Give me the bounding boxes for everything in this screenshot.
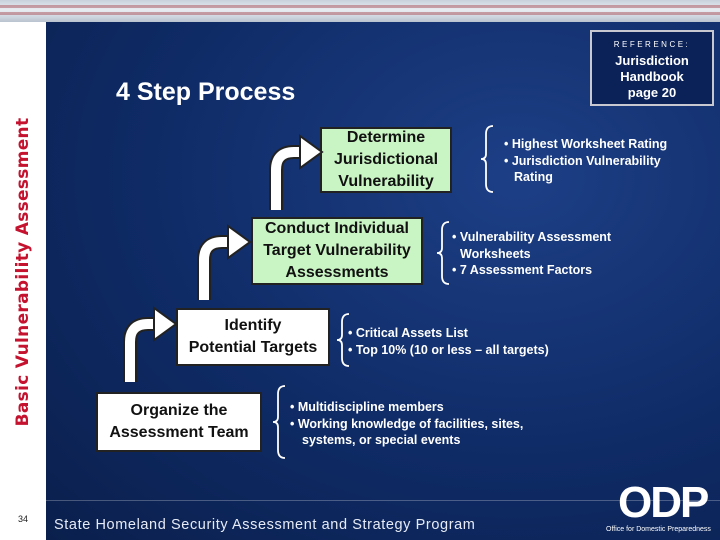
list-item: • Highest Worksheet Rating	[504, 136, 667, 153]
step-organize-team: Organize the Assessment Team	[96, 392, 262, 452]
step-label: Identify	[189, 315, 318, 337]
logo-text: ODP	[618, 478, 707, 528]
flag-banner	[0, 0, 720, 22]
step-label: Jurisdictional	[334, 149, 438, 171]
reference-line: Handbook	[620, 69, 684, 84]
list-item: • Critical Assets List	[348, 325, 549, 342]
bracket-icon	[272, 384, 288, 460]
bullet-list: • Critical Assets List • Top 10% (10 or …	[348, 325, 549, 358]
banner-stripe	[0, 5, 720, 8]
step-identify-targets: Identify Potential Targets	[176, 308, 330, 366]
step-conduct-assessments: Conduct Individual Target Vulnerability …	[251, 217, 423, 285]
list-item: Worksheets	[452, 246, 611, 263]
curved-arrow-icon	[264, 128, 324, 212]
list-item: • Top 10% (10 or less – all targets)	[348, 342, 549, 359]
step-label: Potential Targets	[189, 337, 318, 359]
logo-subtitle: Office for Domestic Preparedness	[606, 526, 711, 533]
bracket-icon	[436, 220, 452, 286]
bullet-list: • Vulnerability Assessment Worksheets • …	[452, 229, 611, 279]
list-item: • 7 Assessment Factors	[452, 262, 611, 279]
list-item: Rating	[504, 169, 667, 186]
list-item: • Working knowledge of facilities, sites…	[290, 416, 523, 433]
step-label: Assessments	[263, 262, 411, 284]
step-determine-vulnerability: Determine Jurisdictional Vulnerability	[320, 127, 452, 193]
odp-logo: ODP Office for Domestic Preparedness	[604, 478, 716, 538]
step-label: Conduct Individual	[263, 218, 411, 240]
bullet-list: • Multidiscipline members • Working know…	[290, 399, 523, 449]
reference-box: REFERENCE: Jurisdiction Handbook page 20	[590, 30, 714, 106]
banner-stripe	[0, 12, 720, 15]
step-label: Determine	[334, 127, 438, 149]
sidebar: Basic Vulnerability Assessment	[0, 22, 46, 540]
list-item: • Vulnerability Assessment	[452, 229, 611, 246]
reference-line: Jurisdiction	[615, 53, 689, 68]
bracket-icon	[480, 124, 496, 194]
side-title: Basic Vulnerability Assessment	[13, 118, 33, 427]
list-item: • Multidiscipline members	[290, 399, 523, 416]
page-number: 34	[0, 514, 46, 524]
step-label: Target Vulnerability	[263, 240, 411, 262]
curved-arrow-icon	[192, 218, 252, 302]
list-item: systems, or special events	[290, 432, 523, 449]
reference-label: REFERENCE:	[592, 40, 712, 49]
step-label: Vulnerability	[334, 171, 438, 193]
bullet-list: • Highest Worksheet Rating • Jurisdictio…	[504, 136, 667, 186]
curved-arrow-icon	[118, 300, 178, 384]
step-label: Assessment Team	[109, 422, 248, 444]
reference-line: page 20	[628, 85, 676, 100]
page-title: 4 Step Process	[116, 78, 295, 107]
list-item: • Jurisdiction Vulnerability	[504, 153, 667, 170]
footer-text: State Homeland Security Assessment and S…	[54, 517, 475, 533]
reference-text: Jurisdiction Handbook page 20	[592, 53, 712, 101]
step-label: Organize the	[109, 400, 248, 422]
